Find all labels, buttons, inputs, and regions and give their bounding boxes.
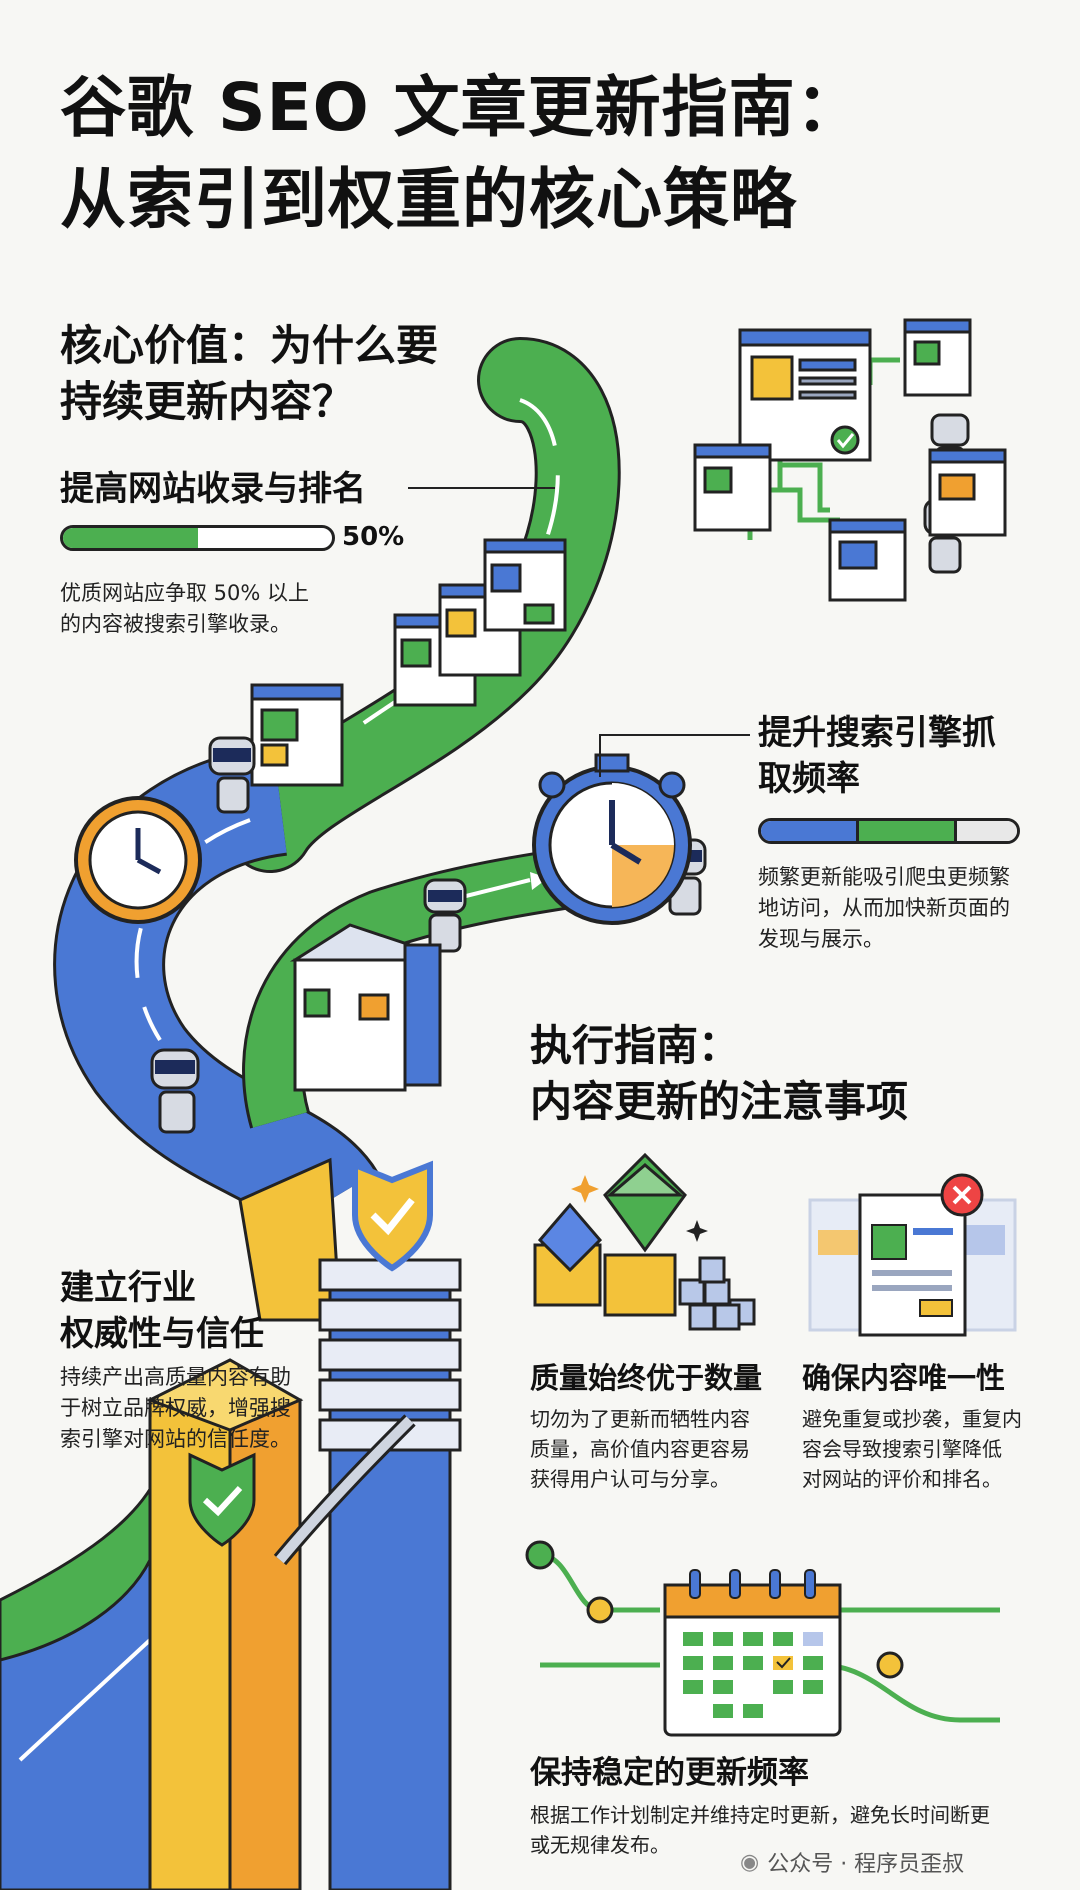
- unique-body-line2: 容会导致搜索引擎降低: [802, 1437, 1002, 1461]
- authority-body-line2: 于树立品牌权威，增强搜: [60, 1396, 291, 1420]
- unique-heading: 确保内容唯一性: [802, 1361, 1006, 1395]
- watermark: ◉ 公众号 · 程序员歪叔: [740, 1846, 964, 1878]
- webpage-icons: [250, 538, 567, 787]
- index-rank-progress-fill: [63, 528, 198, 548]
- steady-heading: 保持稳定的更新频率: [530, 1755, 809, 1791]
- quality-body-line2: 质量，高价值内容更容易: [530, 1437, 750, 1461]
- authority-body-line3: 索引擎对网站的信任度。: [60, 1427, 291, 1451]
- page-title: 谷歌 SEO 文章更新指南： 从索引到权重的核心策略: [60, 62, 1040, 246]
- calendar-icon: [525, 1540, 1000, 1737]
- core-value-heading-line1: 核心价值：为什么要: [60, 321, 439, 370]
- unique-body: 避免重复或抄袭，重复内 容会导致搜索引擎降低 对网站的评价和排名。: [802, 1404, 1022, 1494]
- server-box: [289, 923, 442, 1092]
- unique-body-line1: 避免重复或抄袭，重复内: [802, 1407, 1022, 1431]
- page-title-line1: 谷歌 SEO 文章更新指南：: [60, 69, 863, 146]
- steady-body: 根据工作计划制定并维持定时更新，避免长时间断更 或无规律发布。: [530, 1800, 990, 1860]
- crawl-freq-segment-1: [859, 821, 957, 841]
- stopwatch-icon: [532, 753, 692, 925]
- index-rank-progress-label: 50%: [342, 522, 405, 552]
- shield-icon-small: [188, 1452, 256, 1547]
- crawl-freq-heading-line2: 取频率: [758, 759, 860, 799]
- authority-heading: 建立行业 权威性与信任: [60, 1265, 264, 1357]
- watermark-text: 公众号 · 程序员歪叔: [767, 1852, 965, 1877]
- index-rank-progress-bar: [60, 525, 335, 551]
- quality-body: 切勿为了更新而牺牲内容 质量，高价值内容更容易 获得用户认可与分享。: [530, 1404, 750, 1494]
- authority-heading-line2: 权威性与信任: [60, 1314, 264, 1354]
- document-icon: [808, 1173, 1017, 1337]
- shield-icon-large: [352, 1160, 433, 1272]
- wechat-icon: ◉: [740, 1849, 760, 1875]
- crawl-freq-body: 频繁更新能吸引爬虫更频繁 地访问，从而加快新页面的 发现与展示。: [758, 862, 1010, 955]
- unique-body-line3: 对网站的评价和排名。: [802, 1467, 1002, 1491]
- guide-heading-line2: 内容更新的注意事项: [530, 1077, 909, 1126]
- crawl-freq-progress-bar: [758, 818, 1020, 844]
- guide-heading-line1: 执行指南：: [530, 1021, 741, 1070]
- index-rank-body-line1: 优质网站应争取 50% 以上: [60, 581, 310, 605]
- crawl-freq-heading-line1: 提升搜索引擎抓: [758, 713, 996, 753]
- crawl-freq-segment-0: [761, 821, 859, 841]
- guide-heading: 执行指南： 内容更新的注意事项: [530, 1018, 908, 1130]
- index-rank-body: 优质网站应争取 50% 以上 的内容被搜索引擎收录。: [60, 578, 309, 640]
- authority-body: 持续产出高质量内容有助 于树立品牌权威，增强搜 索引擎对网站的信任度。: [60, 1362, 291, 1455]
- authority-heading-line1: 建立行业: [60, 1268, 196, 1308]
- quality-body-line1: 切勿为了更新而牺牲内容: [530, 1407, 750, 1431]
- quality-heading: 质量始终优于数量: [530, 1361, 763, 1395]
- crawl-freq-heading: 提升搜索引擎抓 取频率: [758, 710, 996, 802]
- crawl-freq-segment-2: [957, 821, 1017, 841]
- network-diagram: [693, 318, 1007, 602]
- core-value-heading-line2: 持续更新内容？: [60, 377, 355, 426]
- index-rank-heading: 提高网站收录与排名: [60, 469, 366, 509]
- core-value-heading: 核心价值：为什么要 持续更新内容？: [60, 318, 438, 430]
- steady-body-line2: 或无规律发布。: [530, 1833, 670, 1857]
- crawl-freq-body-line2: 地访问，从而加快新页面的: [758, 896, 1010, 920]
- quality-body-line3: 获得用户认可与分享。: [530, 1467, 730, 1491]
- index-rank-body-line2: 的内容被搜索引擎收录。: [60, 612, 291, 636]
- gem-icons: [533, 1152, 756, 1331]
- crawl-freq-body-line1: 频繁更新能吸引爬虫更频繁: [758, 865, 1010, 889]
- page-title-line2: 从索引到权重的核心策略: [60, 161, 797, 238]
- authority-body-line1: 持续产出高质量内容有助: [60, 1365, 291, 1389]
- crawl-freq-body-line3: 发现与展示。: [758, 927, 884, 951]
- steady-body-line1: 根据工作计划制定并维持定时更新，避免长时间断更: [530, 1803, 990, 1827]
